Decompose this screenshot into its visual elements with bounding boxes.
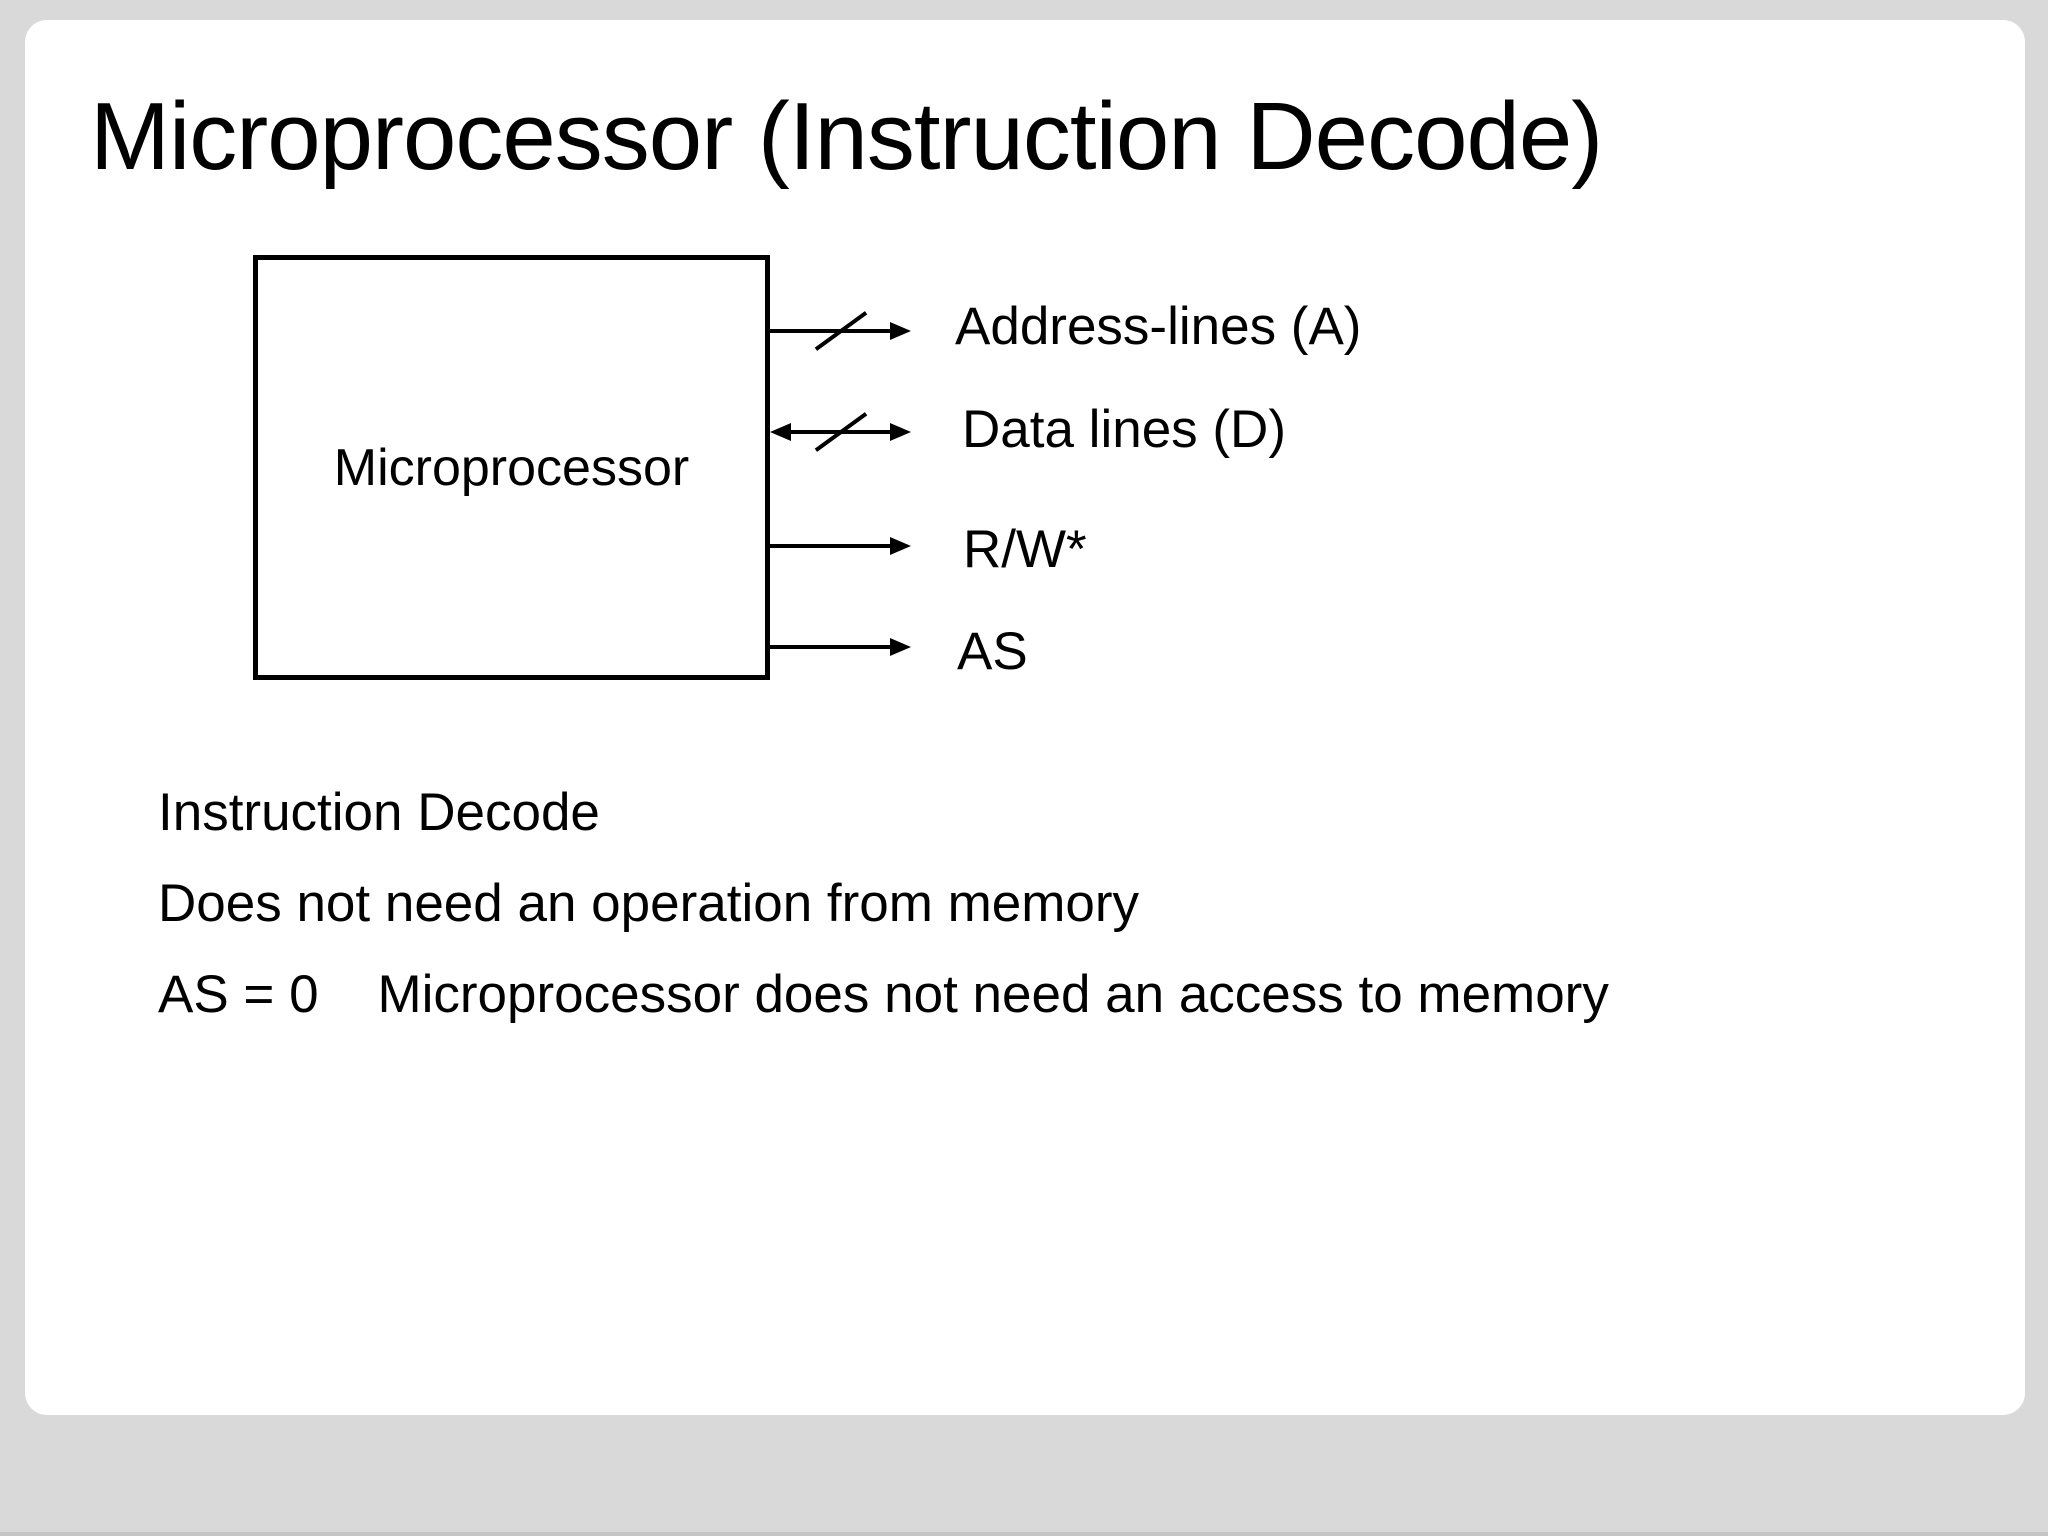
note-instruction-decode: Instruction Decode [158,783,600,842]
microprocessor-box-label: Microprocessor [333,438,690,497]
address-strobe-label: AS [957,622,1028,681]
slide-title: Microprocessor (Instruction Decode) [90,83,1603,190]
arrowhead-right-icon [890,322,911,340]
read-write-label: R/W* [963,520,1087,579]
data-lines-label: Data lines (D) [962,400,1286,459]
address-lines-label: Address-lines (A) [955,297,1362,356]
slide: Microprocessor (Instruction Decode) Micr… [25,20,2025,1415]
address-line [770,329,897,333]
read-write-line [770,544,897,548]
arrowhead-left-icon [770,423,791,441]
arrowhead-right-icon [890,638,911,656]
microprocessor-box: Microprocessor [253,255,770,680]
window-bottom-edge [0,1532,2048,1536]
arrowhead-right-icon [890,423,911,441]
address-strobe-line [770,645,897,649]
note-as-zero: AS = 0 Microprocessor does not need an a… [158,965,1609,1024]
microprocessor-diagram: Microprocessor Address-lines (A) Data li… [25,20,2025,1415]
note-no-operation: Does not need an operation from memory [158,874,1140,933]
arrowhead-right-icon [890,537,911,555]
